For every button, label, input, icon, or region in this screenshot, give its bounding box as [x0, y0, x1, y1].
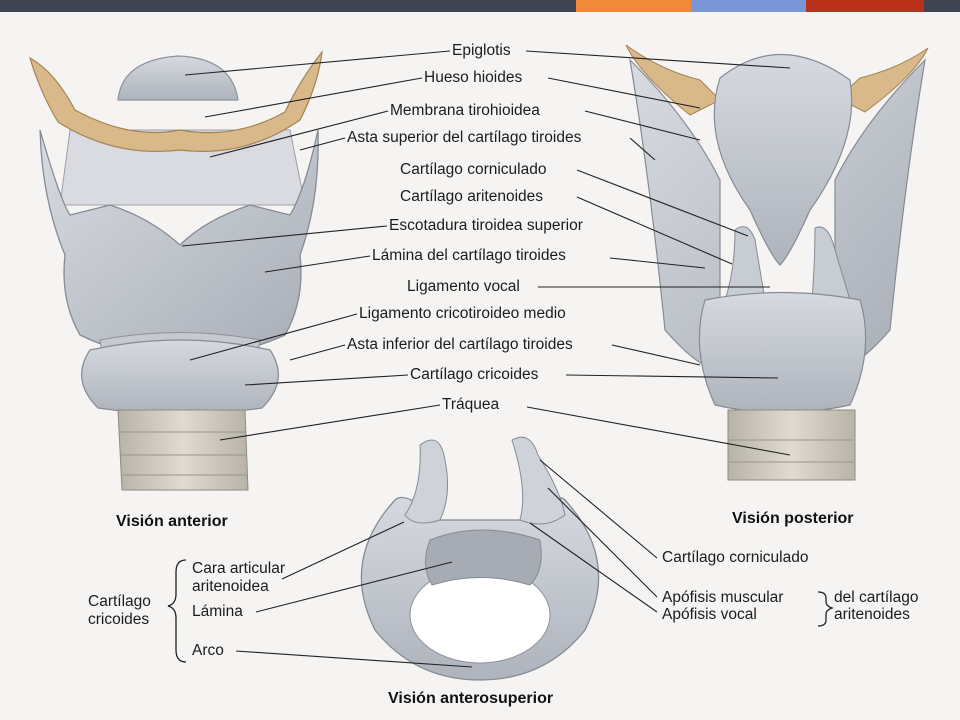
topbar-orange-segment: [576, 0, 691, 12]
label-group-cricoides: cricoides: [88, 611, 150, 628]
title-vision-anterior: Visión anterior: [116, 513, 228, 530]
label-escotadura-tiroidea: Escotadura tiroidea superior: [389, 217, 583, 234]
label-cartilago-corniculado: Cartílago corniculado: [400, 161, 547, 178]
anterior-thyroid-cartilage-shape: [39, 129, 319, 355]
label-epiglotis: Epiglotis: [452, 42, 511, 59]
cricoid-lamina-inner-shape: [425, 529, 542, 586]
larynx-illustration: [29, 44, 929, 681]
anterior-trachea-shape: [117, 409, 249, 491]
label-del-cartilago: del cartílago: [834, 589, 919, 606]
posterior-trachea-shape: [727, 409, 856, 481]
label-aritenoidea: aritenoidea: [192, 578, 269, 595]
label-lamina: Lámina: [192, 603, 243, 620]
anterosuperior-view-drawing: [360, 436, 600, 681]
label-ligamento-vocal: Ligamento vocal: [407, 278, 520, 295]
label-cara-articular: Cara articular: [192, 560, 286, 577]
topbar-red-segment: [806, 0, 924, 12]
label-arco: Arco: [192, 642, 224, 659]
topbar-dark-end-segment: [924, 0, 960, 12]
anterior-epiglottis-shape: [117, 55, 239, 101]
anterior-hyoid-shape: [29, 49, 323, 153]
right-arytenoid-ring-shape: [511, 436, 566, 525]
label-asta-superior: Asta superior del cartílago tiroides: [347, 129, 582, 146]
label-membrana-tirohioidea: Membrana tirohioidea: [390, 102, 540, 119]
label-aritenoides-group: aritenoides: [834, 606, 910, 623]
title-vision-posterior: Visión posterior: [732, 510, 854, 527]
label-cartilago-corniculado-bottom: Cartílago corniculado: [662, 549, 809, 566]
left-arytenoid-ring-shape: [404, 439, 449, 524]
posterior-thyroid-laminae-shape: [629, 58, 926, 371]
label-apofisis-muscular: Apófisis muscular: [662, 589, 784, 606]
label-traquea: Tráquea: [442, 396, 500, 413]
slide-top-bar: [0, 0, 960, 12]
anterior-cricoid-shape: [81, 339, 279, 415]
right-brace: [817, 591, 835, 627]
label-ligamento-cricotiroideo: Ligamento cricotiroideo medio: [359, 305, 566, 322]
label-cartilago-cricoides: Cartílago cricoides: [410, 366, 539, 383]
label-hueso-hioides: Hueso hioides: [424, 69, 523, 86]
label-apofisis-vocal: Apófisis vocal: [662, 606, 757, 623]
posterior-epiglottis-shape: [713, 53, 853, 266]
title-vision-anterosuperior: Visión anterosuperior: [388, 690, 554, 707]
topbar-dark-segment: [0, 0, 576, 12]
posterior-view-drawing: [625, 44, 929, 481]
label-group-cartilago: Cartílago: [88, 593, 151, 610]
label-lamina-tiroides: Lámina del cartílago tiroides: [372, 247, 566, 264]
label-asta-inferior: Asta inferior del cartílago tiroides: [347, 336, 573, 353]
left-brace: [167, 559, 187, 663]
topbar-blue-segment: [691, 0, 806, 12]
braces: [167, 559, 835, 663]
posterior-cricoid-lamina-shape: [698, 291, 867, 414]
anterior-view-drawing: [29, 49, 323, 491]
leader-lines: [181, 50, 791, 668]
label-cartilago-aritenoides: Cartílago aritenoides: [400, 188, 544, 205]
